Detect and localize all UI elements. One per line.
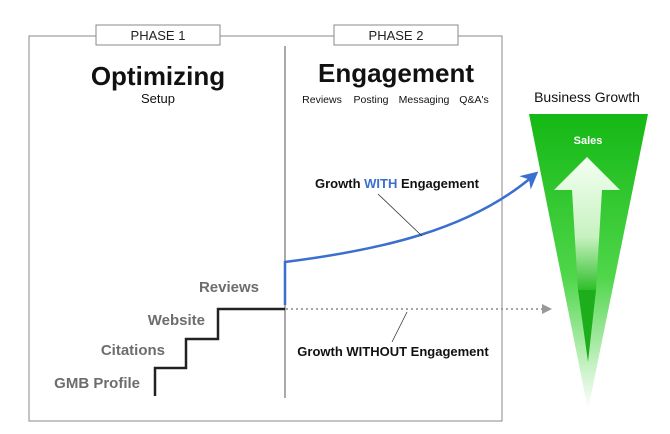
phase-1-title: Optimizing — [91, 61, 225, 91]
business-growth-title: Business Growth — [534, 89, 640, 105]
phase-2-title: Engagement — [318, 58, 474, 88]
activity-reviews: Reviews — [302, 94, 342, 106]
growth-with-label: Growth WITH Engagement — [315, 176, 480, 191]
step-reviews: Reviews — [199, 279, 259, 296]
phase-1-subtitle: Setup — [141, 91, 175, 106]
growth-without-arrowhead — [542, 304, 552, 314]
growth-without-pointer — [391, 311, 408, 343]
staircase-line — [153, 307, 285, 396]
activity-messaging: Messaging — [399, 94, 450, 106]
diagram-frame — [28, 35, 503, 422]
step-citations: Citations — [101, 342, 165, 359]
phase-2-tab — [333, 24, 459, 46]
growth-with-curve — [283, 171, 539, 305]
growth-without-label: Growth WITHOUT Engagement — [297, 344, 489, 359]
activity-posting: Posting — [353, 94, 388, 106]
growth-up-arrow — [554, 157, 620, 290]
growth-with-pointer — [377, 193, 423, 237]
growth-arrow-stem — [578, 290, 596, 362]
phase-1-tab — [95, 24, 221, 46]
activity-qa: Q&A's — [459, 94, 488, 106]
step-website: Website — [148, 312, 205, 329]
sales-label: Sales — [574, 135, 603, 147]
phase-1-tab-label: PHASE 1 — [131, 28, 186, 43]
phase-2-tab-label: PHASE 2 — [369, 28, 424, 43]
step-gmb-profile: GMB Profile — [54, 375, 140, 392]
